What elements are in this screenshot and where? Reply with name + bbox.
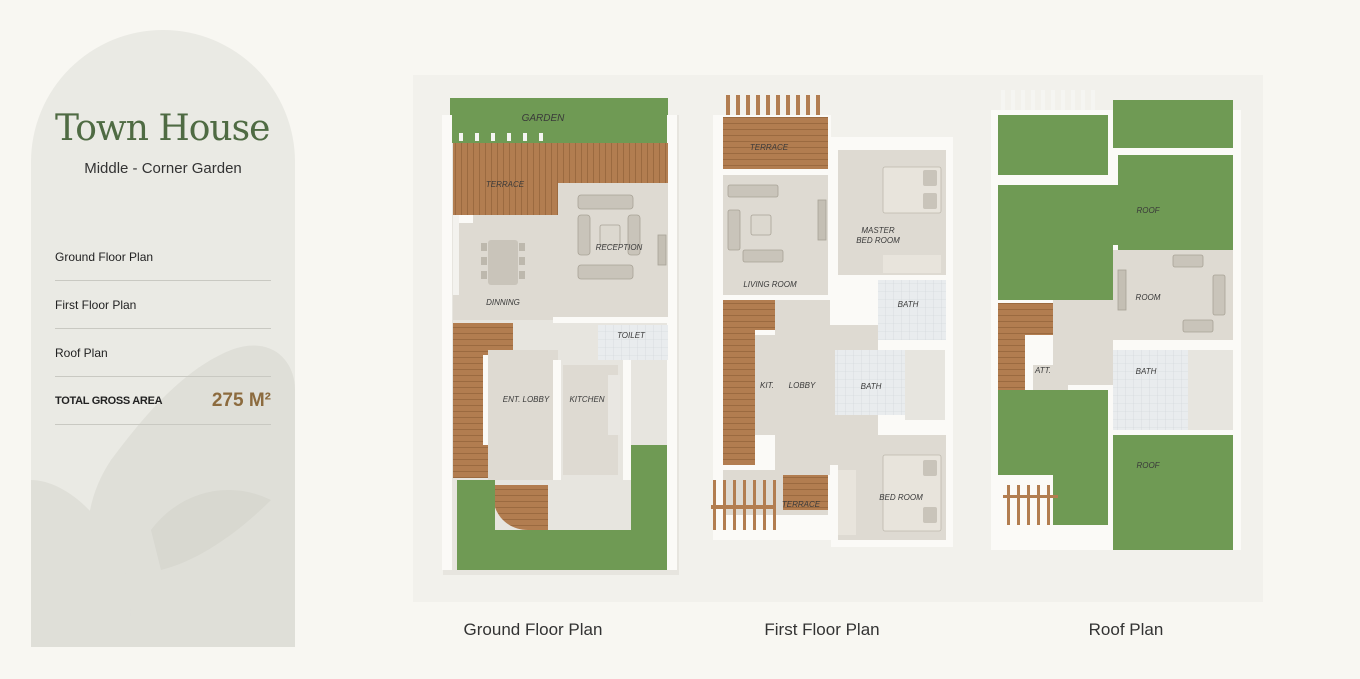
label-ent-lobby: ENT. LOBBY xyxy=(503,395,550,404)
entrance-steps xyxy=(493,485,548,530)
menu-item-ground-floor[interactable]: Ground Floor Plan xyxy=(55,233,271,281)
total-area-label: TOTAL GROSS AREA xyxy=(55,394,163,407)
label-bath-2: BATH xyxy=(861,382,882,391)
label-kit: KIT. xyxy=(760,381,774,390)
plan-menu: Ground Floor Plan First Floor Plan Roof … xyxy=(55,230,271,425)
menu-item-roof[interactable]: Roof Plan xyxy=(55,329,271,377)
label-dinning: DINNING xyxy=(486,298,520,307)
pergola-bottom xyxy=(711,480,776,530)
label-master: MASTER xyxy=(861,226,895,235)
stairs-first xyxy=(723,300,755,465)
garden-top xyxy=(450,98,668,143)
kitchenette xyxy=(755,335,775,435)
label-room: ROOM xyxy=(1136,293,1161,302)
ground-floor-plan[interactable]: GARDEN TERRACE RECEPTION DINNING TOILET … xyxy=(442,98,679,575)
label-master-bedroom: BED ROOM xyxy=(856,236,900,245)
info-panel: Town House Middle - Corner Garden Ground… xyxy=(31,30,295,647)
railing-top xyxy=(1001,90,1095,110)
label-roof-bath: BATH xyxy=(1136,367,1157,376)
toilet-room xyxy=(598,325,668,360)
menu-item-first-floor[interactable]: First Floor Plan xyxy=(55,281,271,329)
total-area-row: TOTAL GROSS AREA 275 M² xyxy=(55,377,271,425)
first-floor-plan[interactable]: TERRACE MASTER BED ROOM LIVING ROOM BATH… xyxy=(711,95,953,547)
roof-plan[interactable]: ROOF ROOM ATT. BATH ROOF xyxy=(991,90,1241,550)
label-terrace-top: TERRACE xyxy=(750,143,789,152)
caption-first-floor: First Floor Plan xyxy=(764,620,880,639)
pergola-roof xyxy=(1003,485,1058,525)
caption-ground-floor: Ground Floor Plan xyxy=(463,620,603,639)
floor-plans-drawing: GARDEN TERRACE RECEPTION DINNING TOILET … xyxy=(442,90,1241,575)
label-att: ATT. xyxy=(1034,366,1051,375)
terrace xyxy=(453,143,668,185)
page-title: Town House xyxy=(55,108,270,149)
label-roof-bottom: ROOF xyxy=(1136,461,1160,470)
terrace-bottom xyxy=(783,475,828,510)
label-bath-1: BATH xyxy=(898,300,919,309)
roof-bath xyxy=(1113,350,1188,430)
terrace-top xyxy=(723,117,828,169)
label-kitchen: KITCHEN xyxy=(569,395,604,404)
label-terrace: TERRACE xyxy=(486,180,525,189)
bath-first-2 xyxy=(835,350,905,415)
page-subtitle: Middle - Corner Garden xyxy=(84,160,242,177)
label-toilet: TOILET xyxy=(617,331,646,340)
label-lobby: LOBBY xyxy=(789,381,816,390)
leaf-decoration xyxy=(31,345,295,647)
label-garden: GARDEN xyxy=(522,113,566,124)
label-roof-top: ROOF xyxy=(1136,206,1160,215)
caption-roof: Roof Plan xyxy=(1088,620,1164,639)
roof-bottom-area xyxy=(998,390,1108,475)
pergola-top xyxy=(726,95,820,115)
label-living-room: LIVING ROOM xyxy=(743,280,797,289)
total-area-value: 275 M² xyxy=(211,389,271,411)
plan-board: GARDEN TERRACE RECEPTION DINNING TOILET … xyxy=(413,75,1263,602)
roof-top-area xyxy=(998,115,1108,175)
label-reception: RECEPTION xyxy=(596,243,643,252)
label-bedroom: BED ROOM xyxy=(879,493,923,502)
label-terrace-bottom: TERRACE xyxy=(782,500,821,509)
bath-first-1 xyxy=(878,280,946,340)
